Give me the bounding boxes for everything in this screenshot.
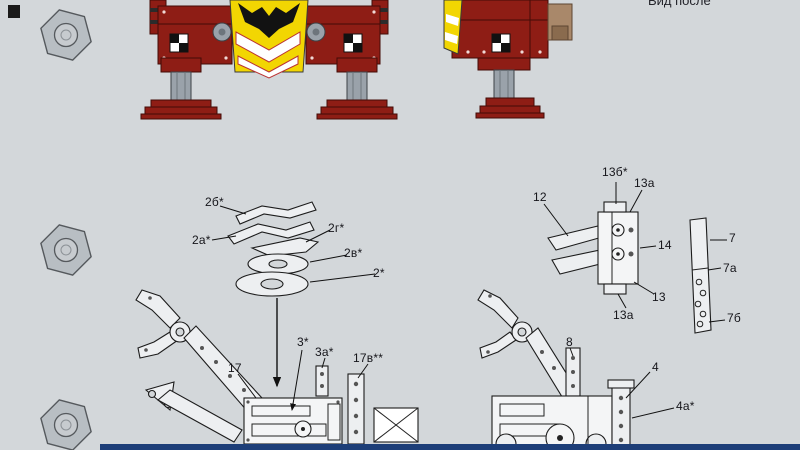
corner-mark bbox=[8, 5, 20, 18]
part-label-8: 8 bbox=[566, 335, 573, 349]
part-label-3a: 3а* bbox=[315, 345, 334, 359]
footer-bar bbox=[100, 444, 800, 450]
hex-nut-icon bbox=[40, 399, 92, 450]
eagle-emblem bbox=[238, 3, 300, 38]
part-label-2a: 2а* bbox=[192, 233, 211, 247]
part-label-17v: 17в** bbox=[353, 351, 384, 365]
part-label-3: 3* bbox=[297, 335, 309, 349]
leader-lines bbox=[211, 182, 727, 419]
robot-side-view bbox=[443, 0, 573, 119]
manipulator-arm-right bbox=[477, 289, 635, 450]
part-label-13a-top: 13а bbox=[634, 176, 655, 190]
part-label-2b: 2б* bbox=[205, 195, 224, 209]
part-label-14: 14 bbox=[658, 238, 672, 252]
part-label-2: 2* bbox=[373, 266, 385, 280]
part-label-12: 12 bbox=[533, 190, 547, 204]
part-label-13a-bottom: 13а bbox=[613, 308, 634, 322]
hex-nut-icon bbox=[40, 9, 92, 61]
part-label-17: 17 bbox=[228, 361, 242, 375]
view-note: Вид после bbox=[648, 0, 711, 8]
strip-part-7 bbox=[689, 217, 712, 334]
part-label-2v: 2в* bbox=[344, 246, 363, 260]
manipulator-arm-left bbox=[135, 289, 419, 445]
checker-marker bbox=[169, 33, 189, 53]
checker-marker bbox=[343, 33, 363, 53]
part-label-13: 13 bbox=[652, 290, 666, 304]
part-label-4a: 4а* bbox=[676, 399, 695, 413]
part-label-2g: 2г* bbox=[328, 221, 345, 235]
part-label-13b: 13б* bbox=[602, 165, 628, 179]
part-label-7a: 7а bbox=[723, 261, 737, 275]
hex-nut-icon bbox=[40, 224, 92, 276]
gripper-subassembly bbox=[547, 201, 639, 295]
checker-marker bbox=[491, 33, 511, 53]
part-label-7b: 7б bbox=[727, 311, 741, 325]
exploded-plates-part2 bbox=[227, 201, 320, 388]
part-label-7: 7 bbox=[729, 231, 736, 245]
robot-front-view bbox=[140, 0, 398, 120]
part-label-4: 4 bbox=[652, 360, 659, 374]
